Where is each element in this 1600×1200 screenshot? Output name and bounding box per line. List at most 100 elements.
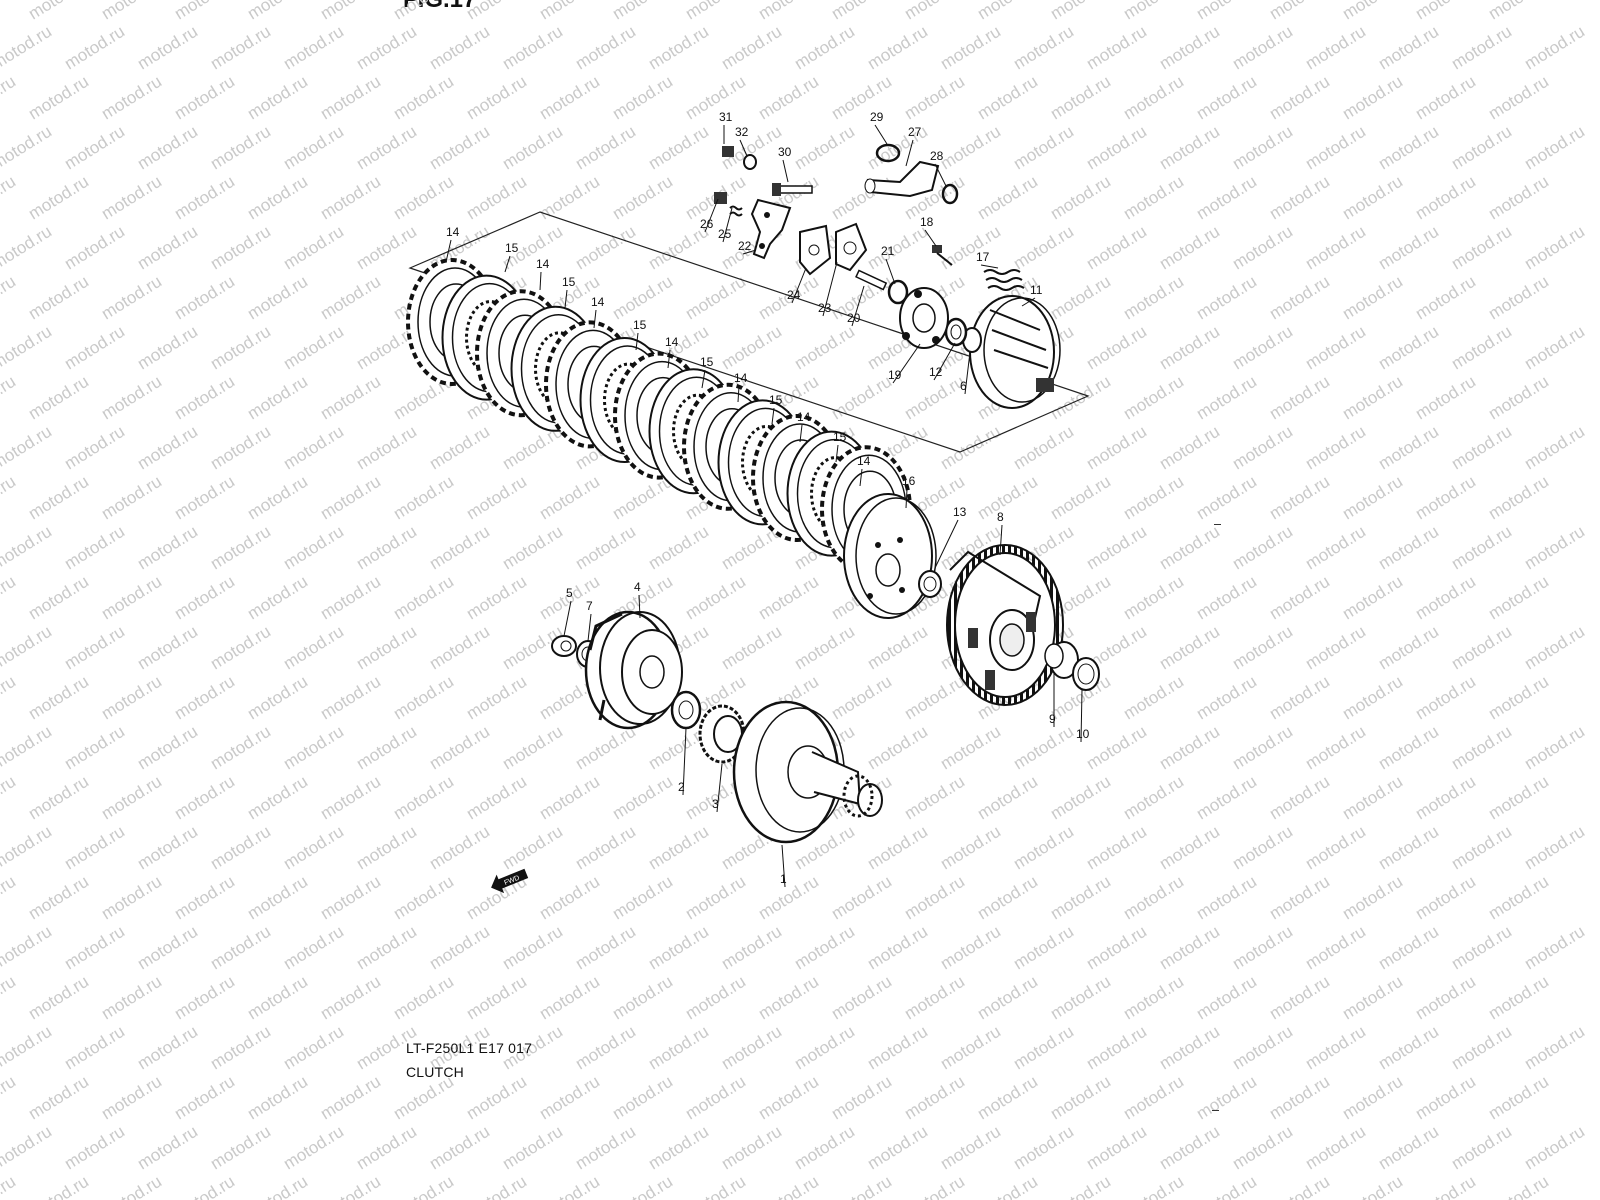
watermark-text: motod.ru	[1412, 972, 1479, 1024]
part-10-washer	[1072, 657, 1100, 691]
watermark-text: motod.ru	[244, 1172, 311, 1200]
leader-line	[791, 267, 807, 304]
watermark-text: motod.ru	[280, 222, 347, 274]
watermark-text: motod.ru	[536, 172, 603, 224]
watermark-text: motod.ru	[1083, 822, 1150, 874]
watermark-text: motod.ru	[1156, 422, 1223, 474]
watermark-text: motod.ru	[207, 422, 274, 474]
watermark-text: motod.ru	[864, 22, 931, 74]
watermark-text: motod.ru	[536, 0, 603, 23]
watermark-text: motod.ru	[134, 122, 201, 174]
watermark-text: motod.ru	[1229, 822, 1296, 874]
part-26-nut	[714, 192, 727, 204]
watermark-text: motod.ru	[1193, 1172, 1260, 1200]
watermark-text: motod.ru	[1120, 372, 1187, 424]
watermark-text: motod.ru	[1120, 572, 1187, 624]
watermark-text: motod.ru	[61, 922, 128, 974]
watermark-text: motod.ru	[1083, 922, 1150, 974]
watermark-text: motod.ru	[134, 1022, 201, 1074]
watermark-text: motod.ru	[1339, 572, 1406, 624]
watermark-text: motod.ru	[463, 1072, 530, 1124]
watermark-text: motod.ru	[244, 372, 311, 424]
watermark-text: motod.ru	[1302, 22, 1369, 74]
watermark-text: motod.ru	[134, 1122, 201, 1174]
watermark-text: motod.ru	[609, 972, 676, 1024]
watermark-text: motod.ru	[463, 772, 530, 824]
watermark-text: motod.ru	[1448, 122, 1515, 174]
leader-line	[964, 351, 971, 395]
watermark-text: motod.ru	[98, 272, 165, 324]
watermark-text: motod.ru	[1375, 22, 1442, 74]
watermark-text: motod.ru	[1229, 522, 1296, 574]
watermark-text: motod.ru	[645, 1022, 712, 1074]
watermark-text: motod.ru	[901, 872, 968, 924]
watermark-text: motod.ru	[171, 272, 238, 324]
part-25-adjust-screw	[729, 205, 743, 217]
watermark-text: motod.ru	[864, 822, 931, 874]
watermark-text: motod.ru	[1010, 22, 1077, 74]
watermark-text: motod.ru	[609, 772, 676, 824]
callout-part-29: 29	[870, 110, 884, 124]
watermark-text: motod.ru	[0, 722, 55, 774]
watermark-text: motod.ru	[280, 922, 347, 974]
watermark-text: motod.ru	[1339, 372, 1406, 424]
watermark-text: motod.ru	[426, 122, 493, 174]
watermark-text: motod.ru	[353, 622, 420, 674]
watermark-text: motod.ru	[755, 1072, 822, 1124]
callout-part-15: 15	[833, 430, 847, 444]
watermark-text: motod.ru	[609, 0, 676, 23]
watermark-text: motod.ru	[828, 372, 895, 424]
watermark-text: motod.ru	[1156, 922, 1223, 974]
watermark-text: motod.ru	[682, 1072, 749, 1124]
watermark-text: motod.ru	[207, 222, 274, 274]
watermark-text: motod.ru	[1375, 422, 1442, 474]
watermark-text: motod.ru	[1412, 872, 1479, 924]
watermark-text: motod.ru	[572, 922, 639, 974]
watermark-text: motod.ru	[390, 472, 457, 524]
watermark-text: motod.ru	[1156, 1022, 1223, 1074]
watermark-text: motod.ru	[1485, 72, 1552, 124]
watermark-text: motod.ru	[682, 872, 749, 924]
watermark-text: motod.ru	[244, 472, 311, 524]
watermark-text: motod.ru	[1412, 272, 1479, 324]
callout-part-23: 23	[818, 301, 832, 315]
watermark-text: motod.ru	[1120, 872, 1187, 924]
part-24-gasket	[799, 224, 832, 276]
watermark-text: motod.ru	[1375, 622, 1442, 674]
watermark-text: motod.ru	[61, 1122, 128, 1174]
watermark-text: motod.ru	[1047, 372, 1114, 424]
watermark-text: motod.ru	[974, 72, 1041, 124]
callout-part-10: 10	[1076, 727, 1090, 741]
watermark-text: motod.ru	[572, 222, 639, 274]
watermark-text: motod.ru	[1266, 1172, 1333, 1200]
watermark-text: motod.ru	[1485, 372, 1552, 424]
watermark-text: motod.ru	[426, 522, 493, 574]
watermark-text: motod.ru	[755, 1172, 822, 1200]
callout-part-13: 13	[953, 505, 967, 519]
watermark-text: motod.ru	[1339, 272, 1406, 324]
watermark-text: motod.ru	[1339, 0, 1406, 23]
watermark-text: motod.ru	[280, 622, 347, 674]
watermark-text: motod.ru	[791, 922, 858, 974]
leader-line	[564, 289, 568, 309]
watermark-text: motod.ru	[609, 272, 676, 324]
watermark-text: motod.ru	[390, 172, 457, 224]
watermark-text: motod.ru	[1010, 1022, 1077, 1074]
callout-part-4: 4	[634, 580, 641, 594]
watermark-text: motod.ru	[0, 1172, 19, 1200]
leader-line	[934, 163, 947, 187]
leader-line	[445, 239, 452, 263]
watermark-text: motod.ru	[901, 1072, 968, 1124]
part-5-nut	[551, 635, 577, 657]
watermark-text: motod.ru	[609, 1072, 676, 1124]
watermark-text: motod.ru	[0, 572, 19, 624]
watermark-text: motod.ru	[171, 1072, 238, 1124]
watermark-text: motod.ru	[61, 22, 128, 74]
leader-line	[781, 844, 786, 888]
watermark-text: motod.ru	[1375, 122, 1442, 174]
watermark-text: motod.ru	[682, 272, 749, 324]
watermark-text: motod.ru	[98, 372, 165, 424]
watermark-text: motod.ru	[718, 1022, 785, 1074]
